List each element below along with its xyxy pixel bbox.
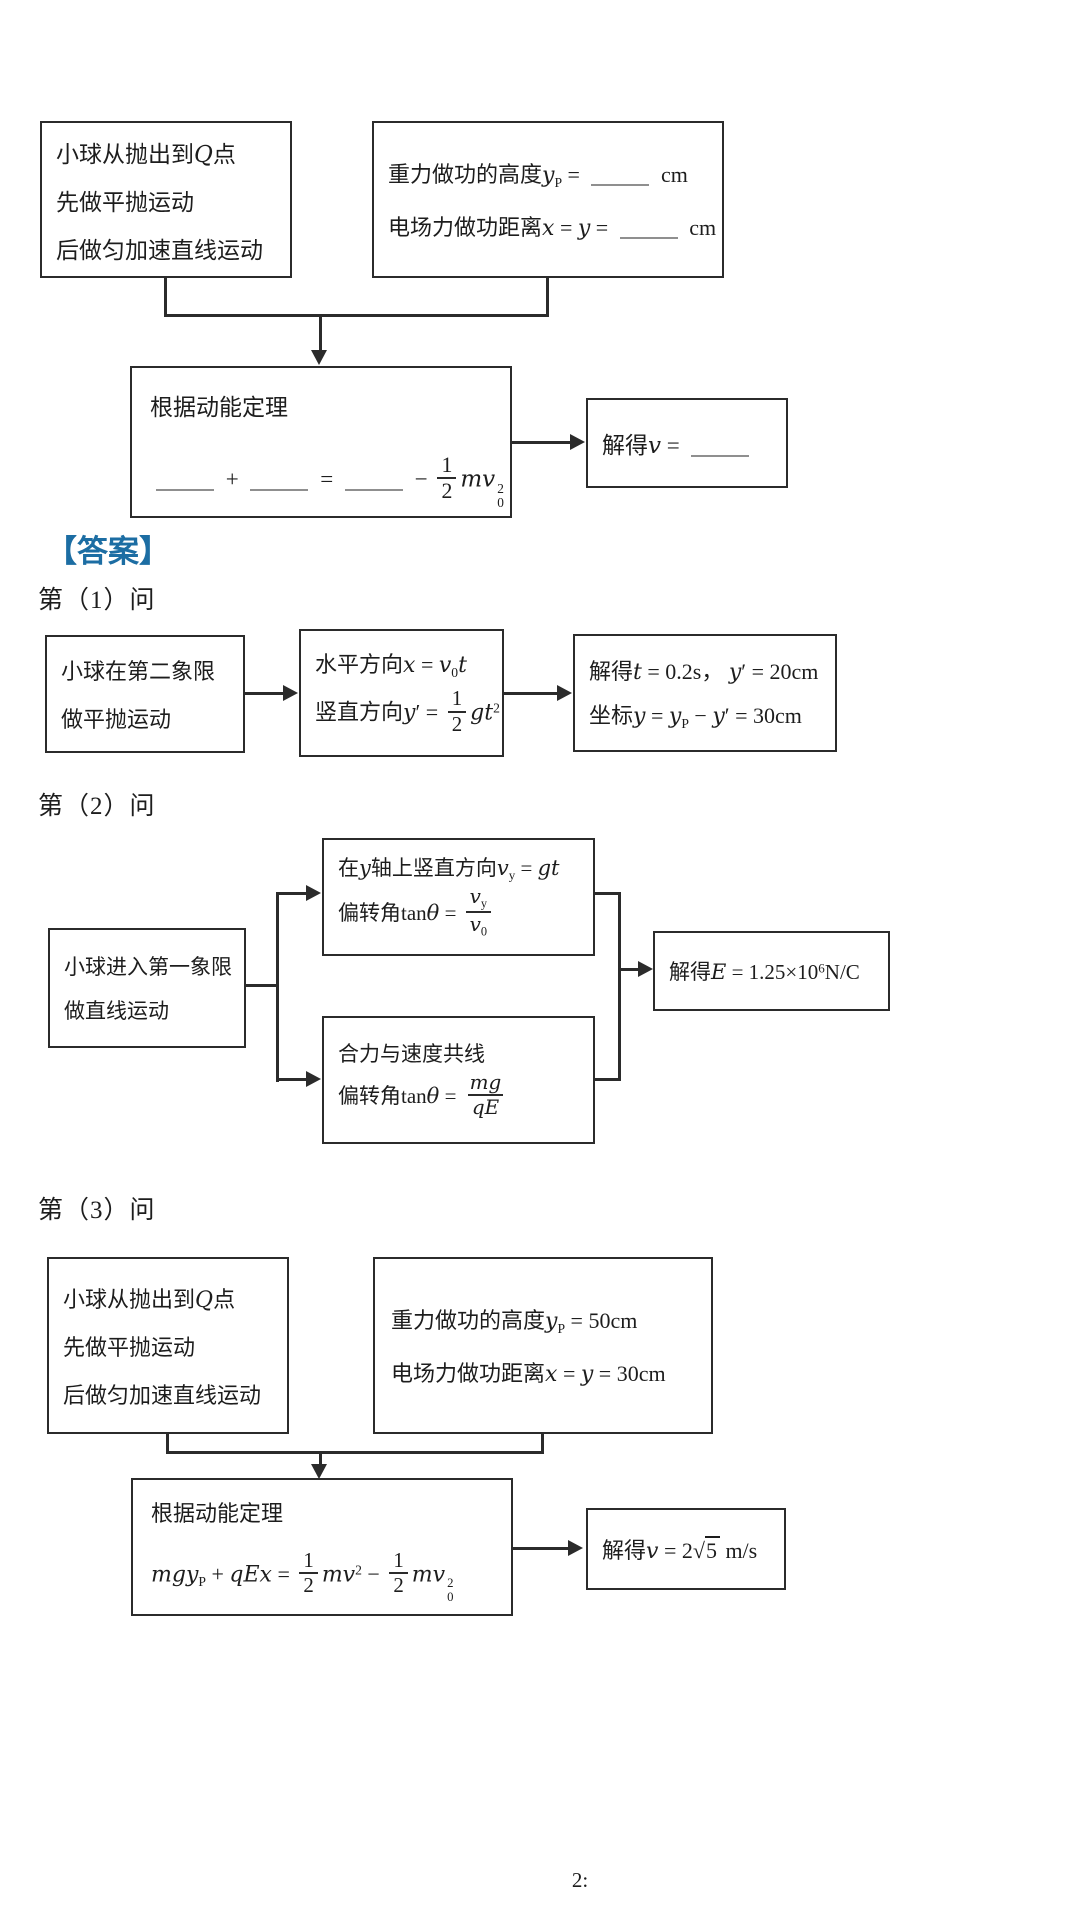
formula-line: 坐标y = yP − y′ = 30cm <box>589 703 802 731</box>
connector-line <box>276 892 279 1082</box>
formula-line: 解得E = 1.25×106N/C <box>669 960 860 984</box>
connector-line <box>595 892 621 895</box>
connector-line <box>164 314 549 317</box>
arrow-shaft <box>512 441 572 444</box>
text-line: 先做平抛运动 <box>56 189 194 215</box>
part1-label: 第（1）问 <box>38 587 156 614</box>
arrow-head-right-icon <box>306 885 321 901</box>
formula-line: 解得v = 2√5 m/s <box>602 1536 758 1564</box>
box-motion-description-answer: 小球从抛出到Q点 先做平抛运动 后做匀加速直线运动 <box>47 1257 289 1434</box>
box-title: 根据动能定理 <box>151 1501 284 1526</box>
text-line: 重力做功的高度yP = cm <box>388 161 688 190</box>
arrow-shaft <box>319 317 322 351</box>
connector-line <box>618 892 621 1081</box>
box-motion-description: 小球从抛出到Q点 先做平抛运动 后做匀加速直线运动 <box>40 121 292 278</box>
text-line: 先做平抛运动 <box>63 1334 196 1360</box>
arrow-shaft <box>279 1078 307 1081</box>
connector-line <box>595 1078 621 1081</box>
arrow-shaft <box>513 1547 570 1550</box>
page-number: 2: <box>571 1868 589 1892</box>
text-line: 后做匀加速直线运动 <box>63 1382 262 1408</box>
box-enter-first-quadrant: 小球进入第一象限 做直线运动 <box>48 928 246 1048</box>
answer-heading: 【答案】 <box>46 534 170 569</box>
formula-line: 在y轴上竖直方向vy = gt <box>338 856 560 883</box>
box-part1-result: 解得t = 0.2s， y′ = 20cm 坐标y = yP − y′ = 30… <box>573 634 837 752</box>
arrow-shaft <box>319 1453 322 1465</box>
arrow-head-right-icon <box>570 434 585 450</box>
box-part3-result: 解得v = 2√5 m/s <box>586 1508 786 1590</box>
text-line: 做直线运动 <box>64 999 169 1023</box>
text-line: 小球从抛出到Q点 <box>56 141 236 168</box>
formula-line: 电场力做功距离x = y = 30cm <box>391 1361 666 1388</box>
text-line: 做平抛运动 <box>61 707 172 732</box>
text-line: 合力与速度共线 <box>338 1041 485 1066</box>
part3-label: 第（3）问 <box>38 1197 156 1224</box>
arrow-head-right-icon <box>283 685 298 701</box>
formula-line: 解得t = 0.2s， y′ = 20cm <box>589 659 819 686</box>
arrow-head-right-icon <box>638 961 653 977</box>
arrow-shaft <box>504 692 559 695</box>
connector-line <box>166 1451 544 1454</box>
text-line: 小球进入第一象限 <box>64 955 232 979</box>
connector-line <box>164 276 167 317</box>
box-given-quantities: 重力做功的高度yP = cm 电场力做功距离x = y = cm <box>372 121 724 278</box>
arrow-shaft <box>245 692 285 695</box>
text-line: 小球在第二象限 <box>61 659 216 684</box>
formula-line: 重力做功的高度yP = 50cm <box>391 1307 638 1336</box>
part2-label: 第（2）问 <box>38 793 156 820</box>
connector-line <box>166 1434 169 1454</box>
arrow-head-right-icon <box>568 1540 583 1556</box>
box-title: 根据动能定理 <box>150 395 288 420</box>
text-line: 小球从抛出到Q点 <box>63 1286 236 1313</box>
arrow-head-right-icon <box>306 1071 321 1087</box>
connector-line <box>546 276 549 317</box>
arrow-shaft <box>618 968 639 971</box>
arrow-head-down-icon <box>311 1464 327 1479</box>
arrow-head-right-icon <box>557 685 572 701</box>
arrow-head-down-icon <box>311 350 327 365</box>
box-result-v: 解得v = <box>586 398 788 488</box>
connector-line <box>541 1434 544 1454</box>
box-part2-result: 解得E = 1.25×106N/C <box>653 931 890 1011</box>
arrow-shaft <box>279 892 307 895</box>
text-line: 后做匀加速直线运动 <box>56 237 263 263</box>
formula-line: 解得v = <box>588 426 786 460</box>
connector-line <box>246 984 279 987</box>
text-line: 电场力做功距离x = y = cm <box>388 215 717 242</box>
box-given-values: 重力做功的高度yP = 50cm 电场力做功距离x = y = 30cm <box>373 1257 713 1434</box>
box-projectile-state: 小球在第二象限 做平抛运动 <box>45 635 245 753</box>
formula-line: 水平方向x = v0t <box>315 651 467 680</box>
